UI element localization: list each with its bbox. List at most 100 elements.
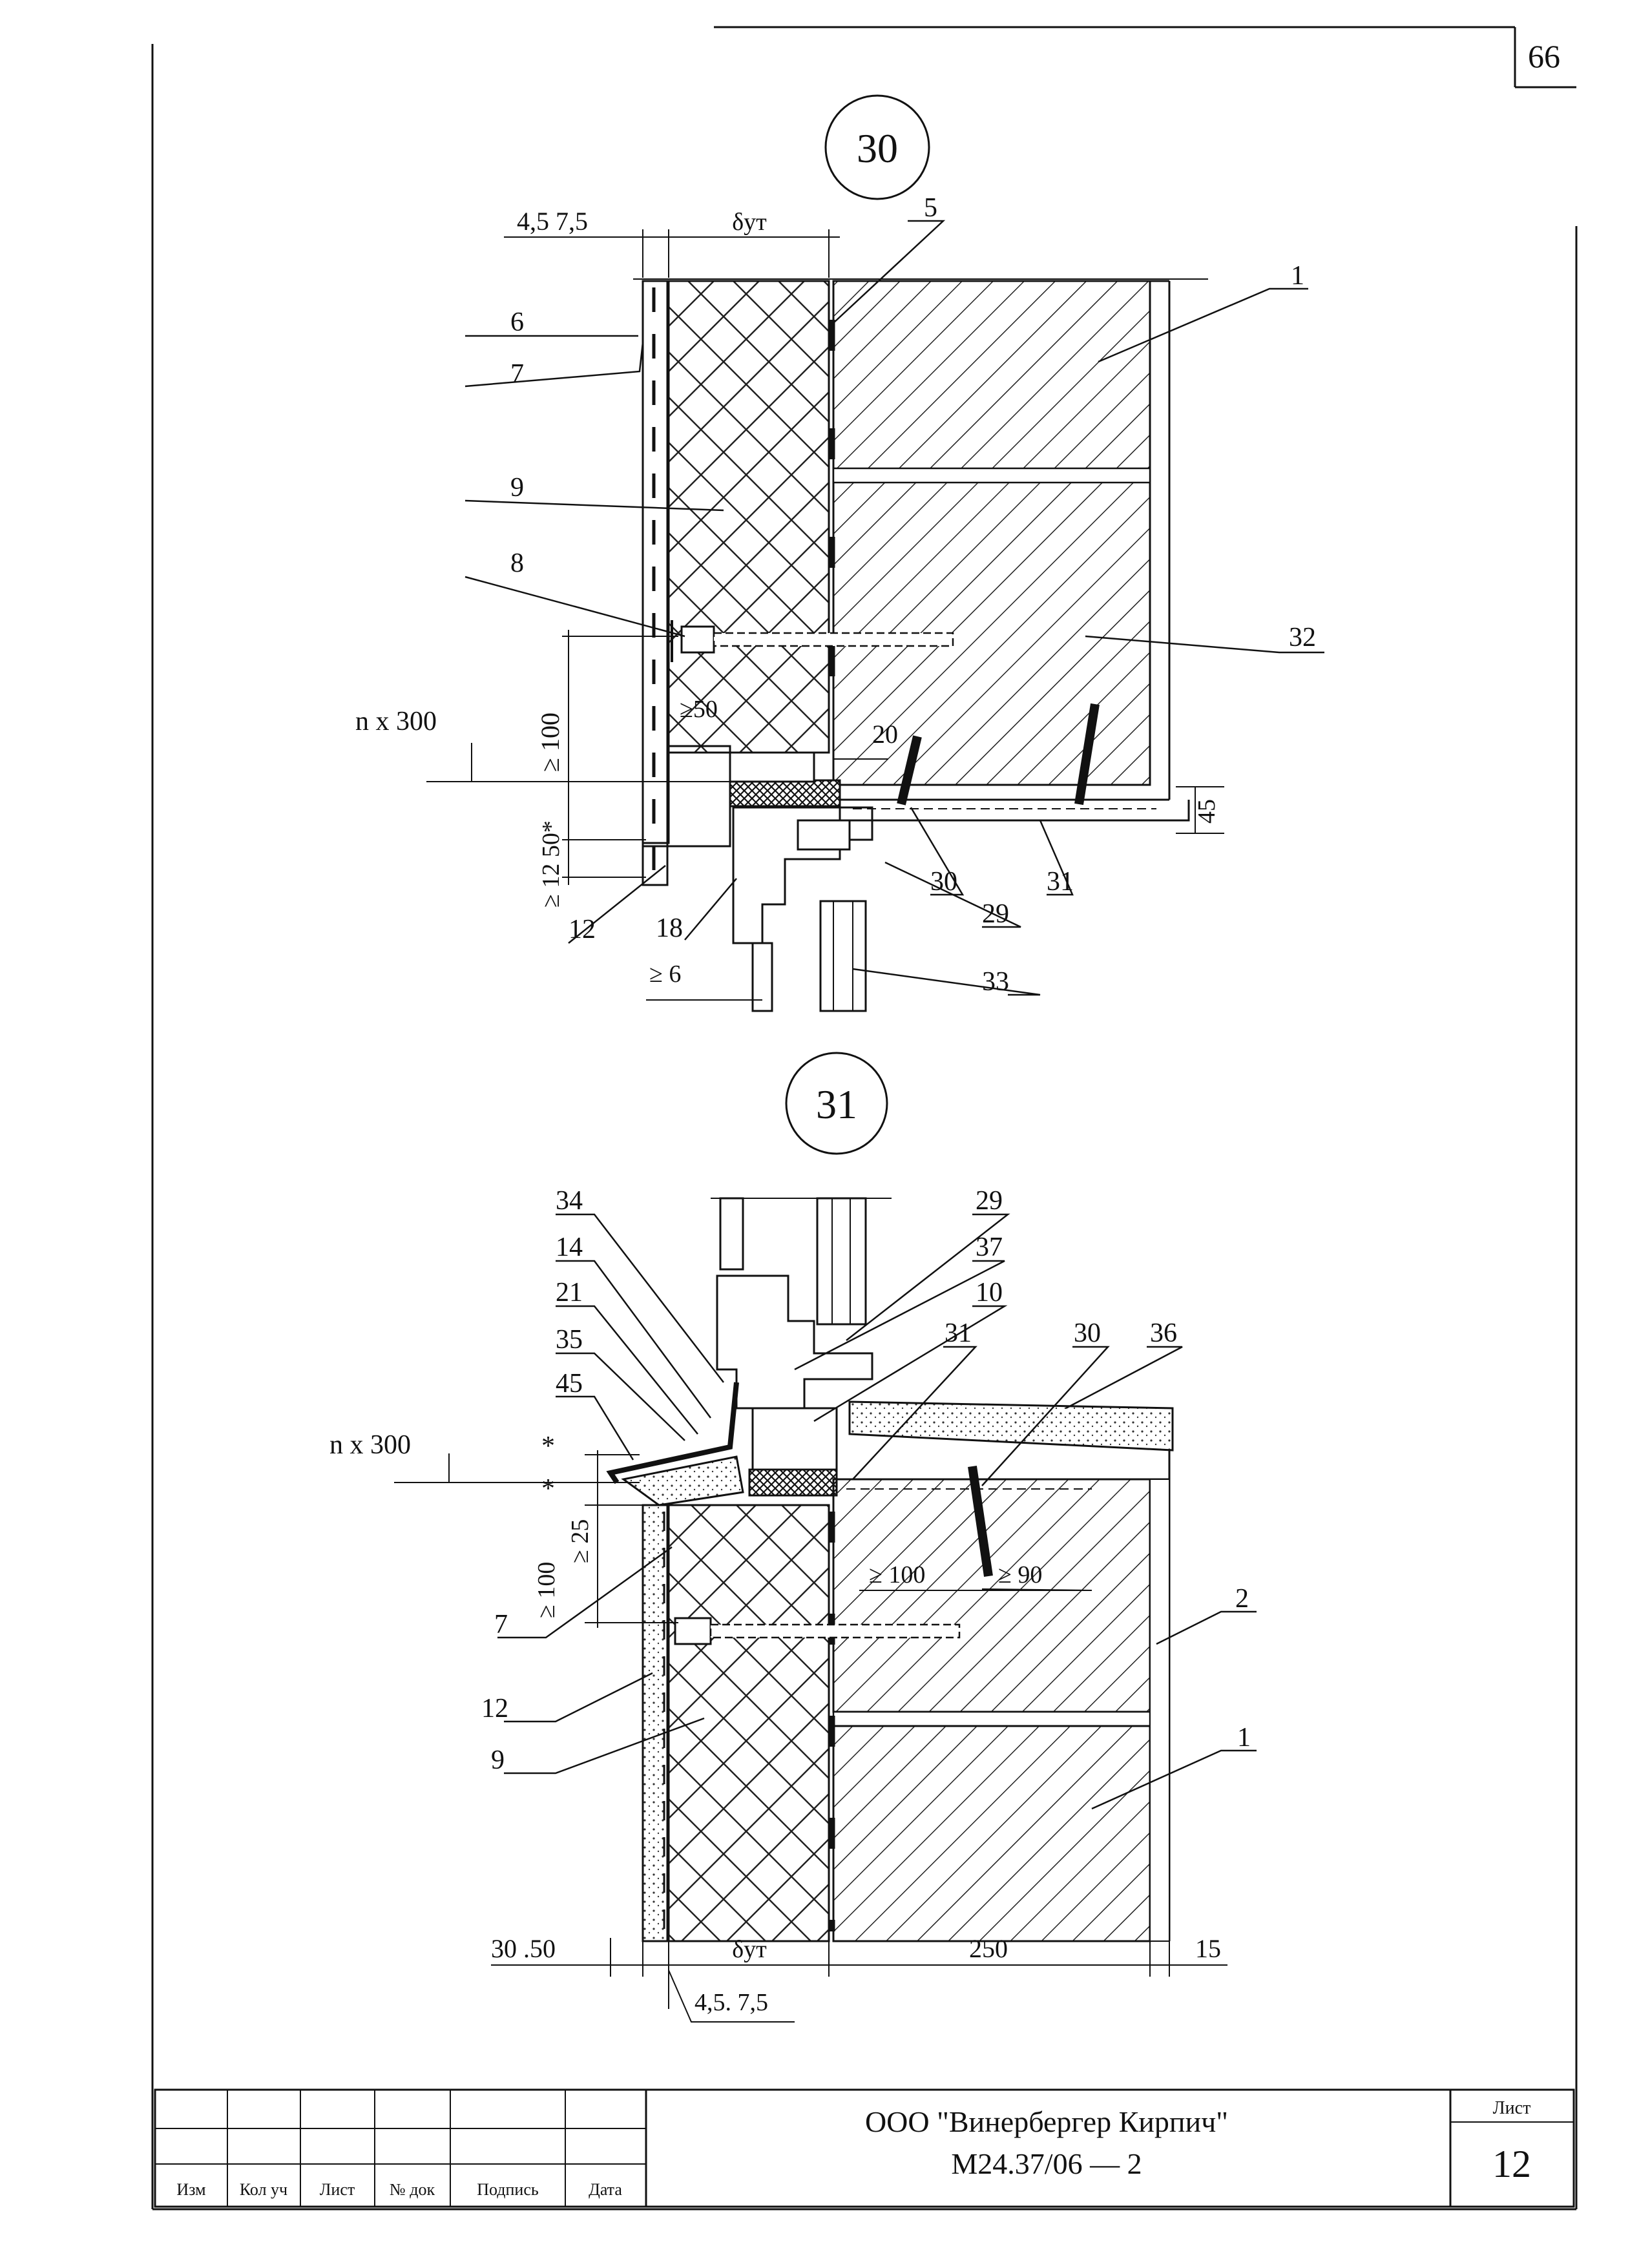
detail-31-screw [968, 1465, 993, 1577]
detail-30-label-7: 7 [510, 359, 524, 389]
detail-30-label-5: 5 [924, 193, 937, 223]
detail-30-dim-12-50: ≥ 12 50* [538, 820, 565, 908]
detail-31-sealant [748, 1468, 838, 1497]
title-col-izm: Изм [176, 2180, 205, 2199]
title-col-list: Лист [320, 2180, 355, 2199]
detail-31-dim-45-75: 4,5. 7,5 [694, 1989, 768, 2016]
detail-31-callout-circle [785, 1052, 888, 1155]
detail-31-nx300: n x 300 [329, 1430, 411, 1460]
detail-30-label-30: 30 [930, 867, 957, 897]
detail-31-label-37: 37 [976, 1233, 1003, 1262]
detail-31-label-45: 45 [556, 1369, 583, 1399]
detail-30-anchor [671, 620, 954, 662]
detail-30-label-8: 8 [510, 548, 524, 578]
title-code: М24.37/06 — 2 [951, 2147, 1142, 2180]
detail-31-star-2: * [541, 1474, 555, 1504]
detail-30-dim-top: 4,5 7,5 [517, 207, 588, 236]
detail-31-label-35: 35 [556, 1325, 583, 1355]
detail-31-label-7: 7 [494, 1610, 508, 1639]
detail-30-label-12: 12 [569, 915, 596, 944]
detail-30-callout-circle [824, 94, 930, 200]
detail-31: 31 [329, 1052, 1257, 2023]
detail-31-label-2: 2 [1235, 1584, 1249, 1614]
detail-30-foam [729, 751, 815, 783]
detail-30-soffit [839, 800, 1190, 822]
detail-30-label-32: 32 [1289, 623, 1316, 652]
detail-30-mortar-joint [832, 467, 1151, 484]
detail-30-label-1: 1 [1291, 261, 1304, 291]
detail-31-label-29: 29 [976, 1186, 1003, 1216]
detail-31-dim-ge25: ≥ 25 [567, 1519, 594, 1563]
detail-30-reveal-plaster [642, 745, 731, 848]
detail-31-anchor [674, 1617, 961, 1645]
detail-30-dim-45: 45 [1193, 799, 1220, 824]
detail-30-dim-ge50: ≥50 [680, 696, 718, 723]
detail-31-dim-ge100-vert: ≥ 100 [533, 1562, 560, 1618]
detail-30-label-31: 31 [1047, 867, 1074, 897]
detail-31-label-9: 9 [491, 1745, 505, 1775]
detail-30-label-29: 29 [982, 899, 1009, 929]
detail-31-label-1: 1 [1237, 1723, 1251, 1753]
detail-31-star-1: * [541, 1431, 555, 1461]
title-sheet-label: Лист [1493, 2098, 1531, 2118]
detail-31-label-14: 14 [556, 1233, 583, 1262]
detail-31-label-10: 10 [976, 1278, 1003, 1307]
title-sheet-number: 12 [1492, 2143, 1531, 2185]
detail-31-external-sill-mortar [621, 1455, 744, 1506]
detail-30-dim-ge100: ≥ 100 [536, 713, 565, 772]
detail-31-insulation [667, 1504, 830, 1942]
title-block [154, 2088, 1575, 2208]
detail-31-glass-unit [816, 1197, 867, 1326]
detail-31-dim-30-50: 30 .50 [491, 1934, 556, 1963]
detail-30-dim-ge6: ≥ 6 [649, 961, 681, 988]
title-col-date: Дата [589, 2180, 622, 2199]
detail-31-interior-plaster [1149, 1479, 1170, 1942]
detail-30-leaders [465, 220, 1324, 996]
detail-31-label-34: 34 [556, 1186, 583, 1216]
detail-30-dim-20: 20 [872, 720, 898, 749]
sheet-frame [151, 26, 1578, 2211]
detail-30-screw-b [1074, 703, 1100, 806]
detail-31-dim-15: 15 [1195, 1934, 1221, 1963]
detail-31-label-30: 30 [1074, 1318, 1101, 1348]
detail-31-sash [719, 1197, 744, 1271]
detail-30-label-6: 6 [510, 307, 524, 337]
detail-30-screw-a [897, 735, 922, 806]
title-col-kol-uch: Кол уч [240, 2180, 287, 2199]
detail-30-label-9: 9 [510, 473, 524, 503]
detail-31-plaster-layer [642, 1504, 669, 1942]
detail-31-window-frame [716, 1274, 873, 1410]
detail-31-brick-wall-upper [832, 1478, 1151, 1713]
detail-31-label-21: 21 [556, 1278, 583, 1307]
title-col-signature: Подпись [477, 2180, 539, 2199]
detail-31-flashing [606, 1382, 739, 1484]
detail-30-insulation [667, 280, 830, 754]
detail-30-glazing-bead [797, 819, 851, 851]
detail-30-brick-wall [832, 280, 1151, 786]
detail-31-leaders [497, 1213, 1257, 1810]
detail-31-brick-wall-lower [832, 1725, 1151, 1942]
title-company: ООО "Винербергер Кирпич" [865, 2105, 1228, 2138]
detail-30-number: 30 [857, 125, 898, 171]
title-col-doc-no: № док [390, 2180, 435, 2199]
detail-31-label-36: 36 [1150, 1318, 1177, 1348]
detail-30-sealant [729, 779, 841, 807]
detail-30-label-33: 33 [982, 967, 1009, 997]
detail-31-mortar-joint [832, 1711, 1151, 1727]
detail-31-number: 31 [816, 1081, 857, 1127]
detail-31-dim-250: 250 [969, 1934, 1008, 1963]
detail-30-dim-insulation: δут [732, 209, 767, 236]
detail-31-label-12: 12 [481, 1694, 508, 1723]
detail-30: 30 4,5 7,5 δут [355, 94, 1324, 1012]
detail-30-glass-unit [819, 900, 867, 1012]
detail-30-label-18: 18 [656, 913, 683, 943]
detail-30-sash [751, 942, 773, 1012]
detail-31-sill-board [848, 1400, 1174, 1451]
detail-30-nx300: n x 300 [355, 707, 437, 736]
detail-31-foam [751, 1407, 838, 1471]
detail-31-dim-ge100: ≥ 100 [869, 1561, 925, 1588]
page-number: 66 [1528, 38, 1560, 74]
detail-31-label-31: 31 [945, 1318, 972, 1348]
detail-31-dim-ge90: ≥ 90 [998, 1561, 1042, 1588]
